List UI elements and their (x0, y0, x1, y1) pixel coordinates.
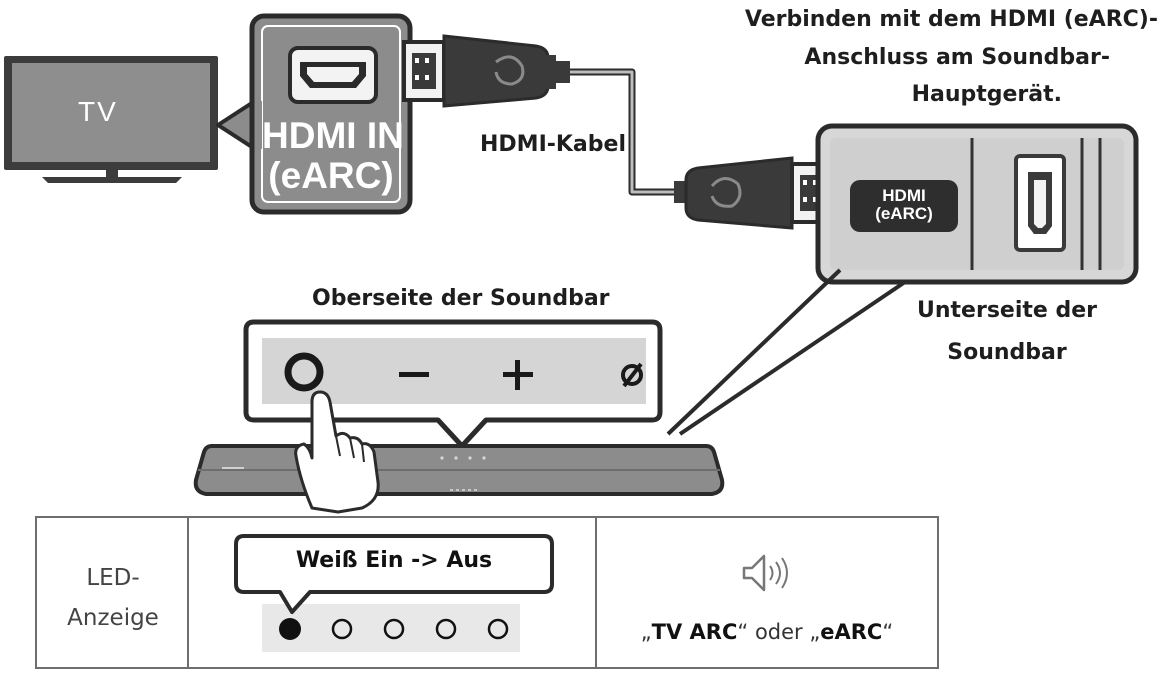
cable-label: HDMI-Kabel (480, 132, 626, 157)
mode-text: „TV ARC“ oder „eARC“ (598, 620, 936, 644)
tv-icon (4, 56, 218, 183)
hand-icon (294, 390, 380, 514)
hdmi-plug-icon (674, 156, 834, 230)
soundbar-port-label-line1: HDMI (882, 186, 926, 205)
mode-quote-open-2: „ (809, 620, 821, 644)
mode-quote-close-2: “ (882, 620, 894, 644)
bottom-side-label-line2: Soundbar (947, 340, 1067, 365)
mode-earc: eARC (820, 620, 883, 644)
led-on-icon (279, 618, 301, 640)
mode-or: oder (748, 620, 810, 644)
mode-tv-arc: TV ARC (651, 620, 738, 644)
led-status-table (35, 516, 939, 669)
connect-note-line3: Hauptgerät. (911, 82, 1062, 107)
source-icon (621, 362, 643, 388)
bottom-side-label-line1: Unterseite der (917, 298, 1097, 323)
top-side-label: Oberseite der Soundbar (312, 286, 610, 311)
minus-icon (399, 372, 429, 377)
led-off-icon (487, 618, 509, 640)
power-button-icon (284, 352, 324, 392)
mode-quote-close-1: “ (737, 620, 749, 644)
led-display-label-line1: LED- (86, 565, 140, 591)
hdmi-plug-icon (402, 34, 570, 108)
mode-quote-open-1: „ (640, 620, 652, 644)
plus-icon (503, 360, 533, 390)
led-off-icon (331, 618, 353, 640)
led-display-label-line2: Anzeige (67, 605, 159, 631)
speaker-sound-icon (742, 554, 788, 592)
soundbar-port-label-line2: (eARC) (875, 204, 933, 223)
led-off-icon (383, 618, 405, 640)
connect-note-line1: Verbinden mit dem HDMI (eARC)- (744, 7, 1158, 32)
soundbar-device (193, 444, 725, 496)
tv-port-label-line1: HDMI IN (262, 115, 404, 156)
connect-note-line2: Anschluss am Soundbar- (804, 45, 1110, 70)
hdmi-port-icon (288, 46, 378, 104)
led-callout-text: Weiß Ein -> Aus (295, 548, 493, 573)
tv-label: TV (78, 96, 118, 127)
soundbar-top-panel (243, 319, 663, 449)
tv-port-label-line2: (eARC) (268, 155, 394, 196)
led-indicator-row (279, 618, 509, 640)
soundbar-bottom-panel (815, 123, 1139, 285)
led-off-icon (435, 618, 457, 640)
